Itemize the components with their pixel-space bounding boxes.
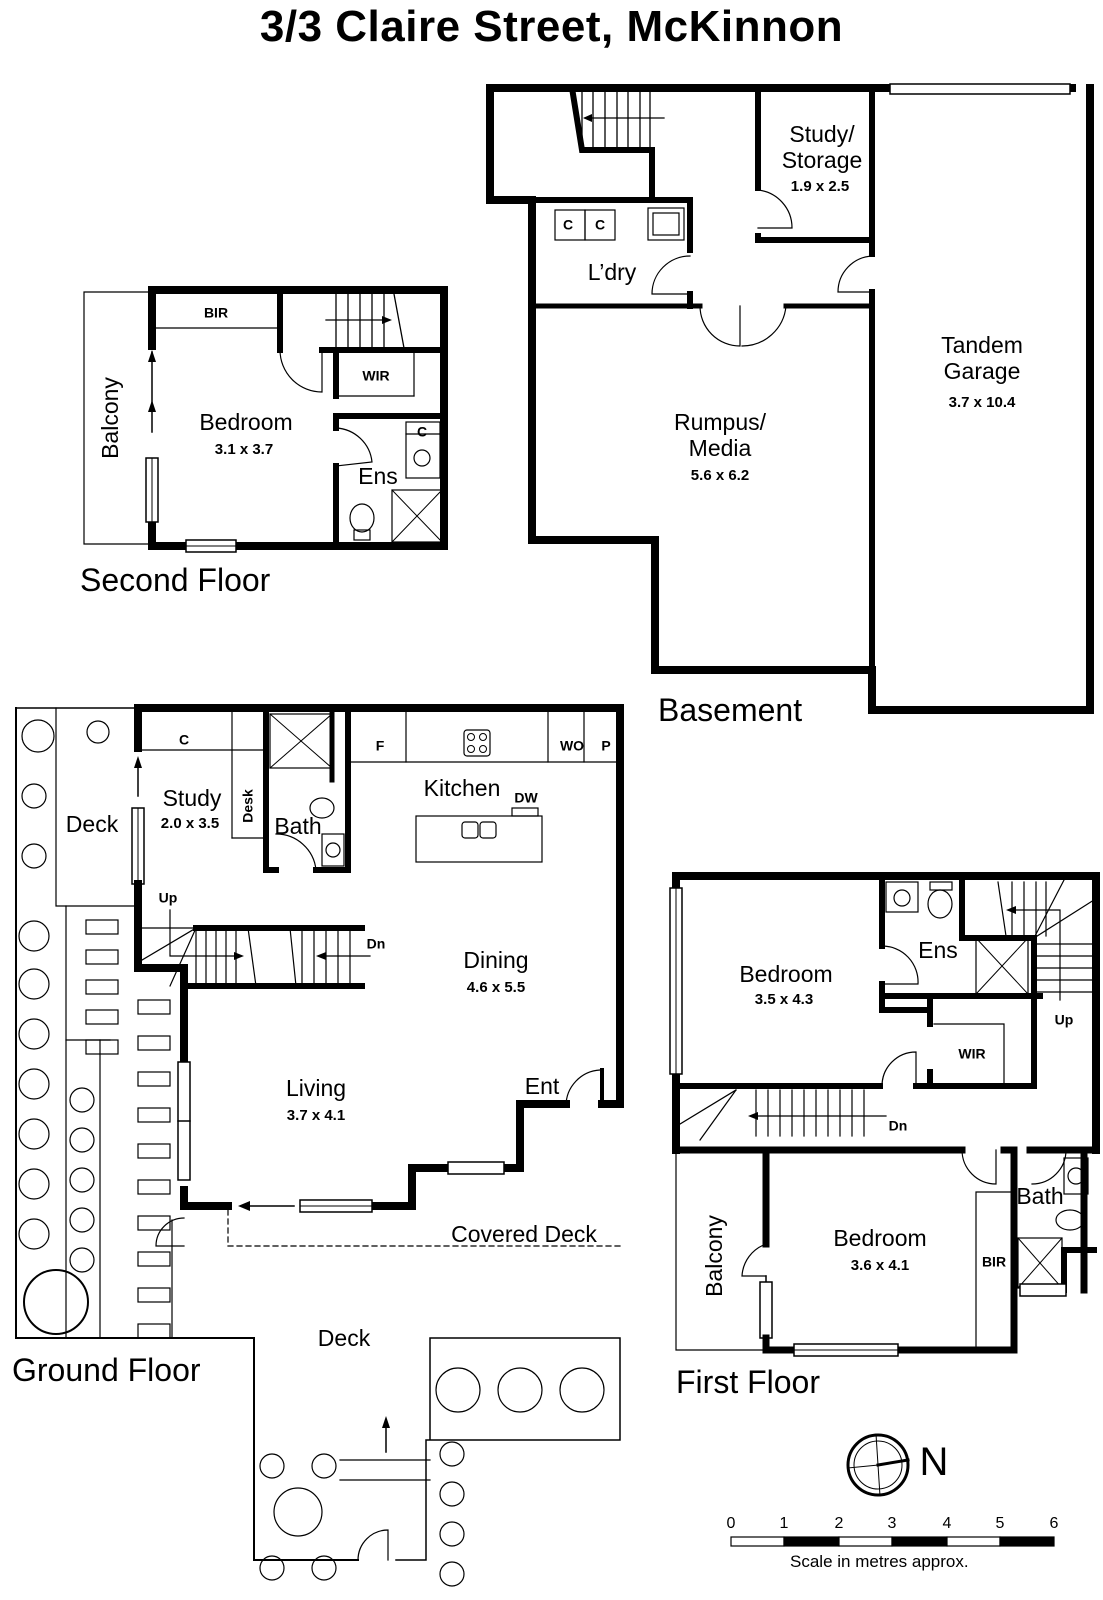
scale-tick-3: 3: [887, 1515, 897, 1532]
study-label: Study: [162, 784, 222, 811]
first-floor-title: First Floor: [676, 1364, 820, 1400]
dining-label: Dining: [463, 946, 529, 973]
ground-floor-plan: [15, 704, 624, 1587]
second-ens-label: Ens: [358, 462, 398, 489]
second-balcony-label: Balcony: [96, 377, 123, 459]
scale-tick-2: 2: [834, 1515, 844, 1532]
first-wir-label: WIR: [958, 1045, 986, 1062]
rumpus-dim: 5.6 x 6.2: [690, 467, 750, 485]
north-compass-icon: [846, 1433, 910, 1497]
media-label: Media: [688, 434, 752, 461]
wall-oven-label: WO: [559, 737, 585, 754]
scale-tick-1: 1: [779, 1515, 789, 1532]
first-bath-label: Bath: [1016, 1182, 1064, 1209]
second-wir-label: WIR: [362, 367, 390, 384]
scale-tick-4: 4: [942, 1515, 952, 1532]
first-bedroom1-label: Bedroom: [739, 960, 833, 987]
ground-deck-label: Deck: [317, 1324, 371, 1351]
scale-tick-6: 6: [1049, 1515, 1059, 1532]
ground-cupboard-label: C: [178, 731, 190, 748]
scale-tick-5: 5: [995, 1515, 1005, 1532]
first-stairs-up-label: Up: [1054, 1011, 1074, 1028]
laundry-cupboard-2: C: [594, 216, 606, 233]
first-floor-plan: [669, 872, 1100, 1357]
basement-study-label: Study/: [789, 120, 855, 147]
ground-floor-title: Ground Floor: [12, 1352, 201, 1388]
first-bir-label: BIR: [981, 1253, 1007, 1270]
pantry-label: P: [601, 737, 611, 754]
first-ens-label: Ens: [918, 936, 958, 963]
ground-deck-label-top: Deck: [65, 810, 119, 837]
living-dim: 3.7 x 4.1: [286, 1107, 346, 1125]
basement-plan: [486, 83, 1094, 714]
scale-caption: Scale in metres approx.: [790, 1552, 969, 1571]
second-bedroom-label: Bedroom: [199, 408, 293, 435]
entry-label: Ent: [524, 1072, 560, 1099]
first-stairs-down-label: Dn: [888, 1117, 908, 1134]
ground-bath-label: Bath: [274, 812, 322, 839]
covered-deck-label: Covered Deck: [451, 1220, 597, 1247]
second-cupboard-label: C: [416, 423, 428, 440]
fridge-label: F: [375, 737, 385, 754]
scale-tick-0: 0: [726, 1515, 736, 1532]
kitchen-label: Kitchen: [423, 774, 501, 801]
laundry-cupboard-1: C: [562, 216, 574, 233]
basement-storage-label: Storage: [781, 146, 863, 173]
second-bedroom-dim: 3.1 x 3.7: [214, 441, 274, 459]
rumpus-label: Rumpus/: [673, 408, 767, 435]
second-floor-title: Second Floor: [80, 562, 271, 598]
ground-stairs-down-label: Dn: [366, 935, 386, 952]
second-floor-plan: [83, 286, 448, 553]
garage-tandem-label: Tandem: [941, 331, 1023, 358]
garage-label: Garage: [943, 357, 1021, 384]
second-bir-label: BIR: [203, 304, 229, 321]
garage-dim: 3.7 x 10.4: [948, 394, 1016, 412]
first-balcony-label: Balcony: [700, 1215, 727, 1297]
ground-stairs-up-label: Up: [158, 889, 178, 906]
living-label: Living: [285, 1074, 347, 1101]
laundry-label: L’dry: [587, 258, 637, 285]
study-dim: 2.0 x 3.5: [160, 815, 220, 833]
dishwasher-label: DW: [514, 789, 538, 806]
desk-label: Desk: [239, 789, 256, 823]
first-bedroom2-dim: 3.6 x 4.1: [850, 1257, 910, 1275]
first-bedroom1-dim: 3.5 x 4.3: [754, 991, 814, 1009]
first-bedroom2-label: Bedroom: [833, 1224, 927, 1251]
basement-study-dim: 1.9 x 2.5: [790, 178, 850, 196]
basement-title: Basement: [658, 692, 803, 728]
north-label: N: [919, 1440, 949, 1484]
scale-bar: [730, 1536, 1055, 1547]
dining-dim: 4.6 x 5.5: [466, 979, 526, 997]
page-title: 3/3 Claire Street, McKinnon: [259, 2, 844, 51]
